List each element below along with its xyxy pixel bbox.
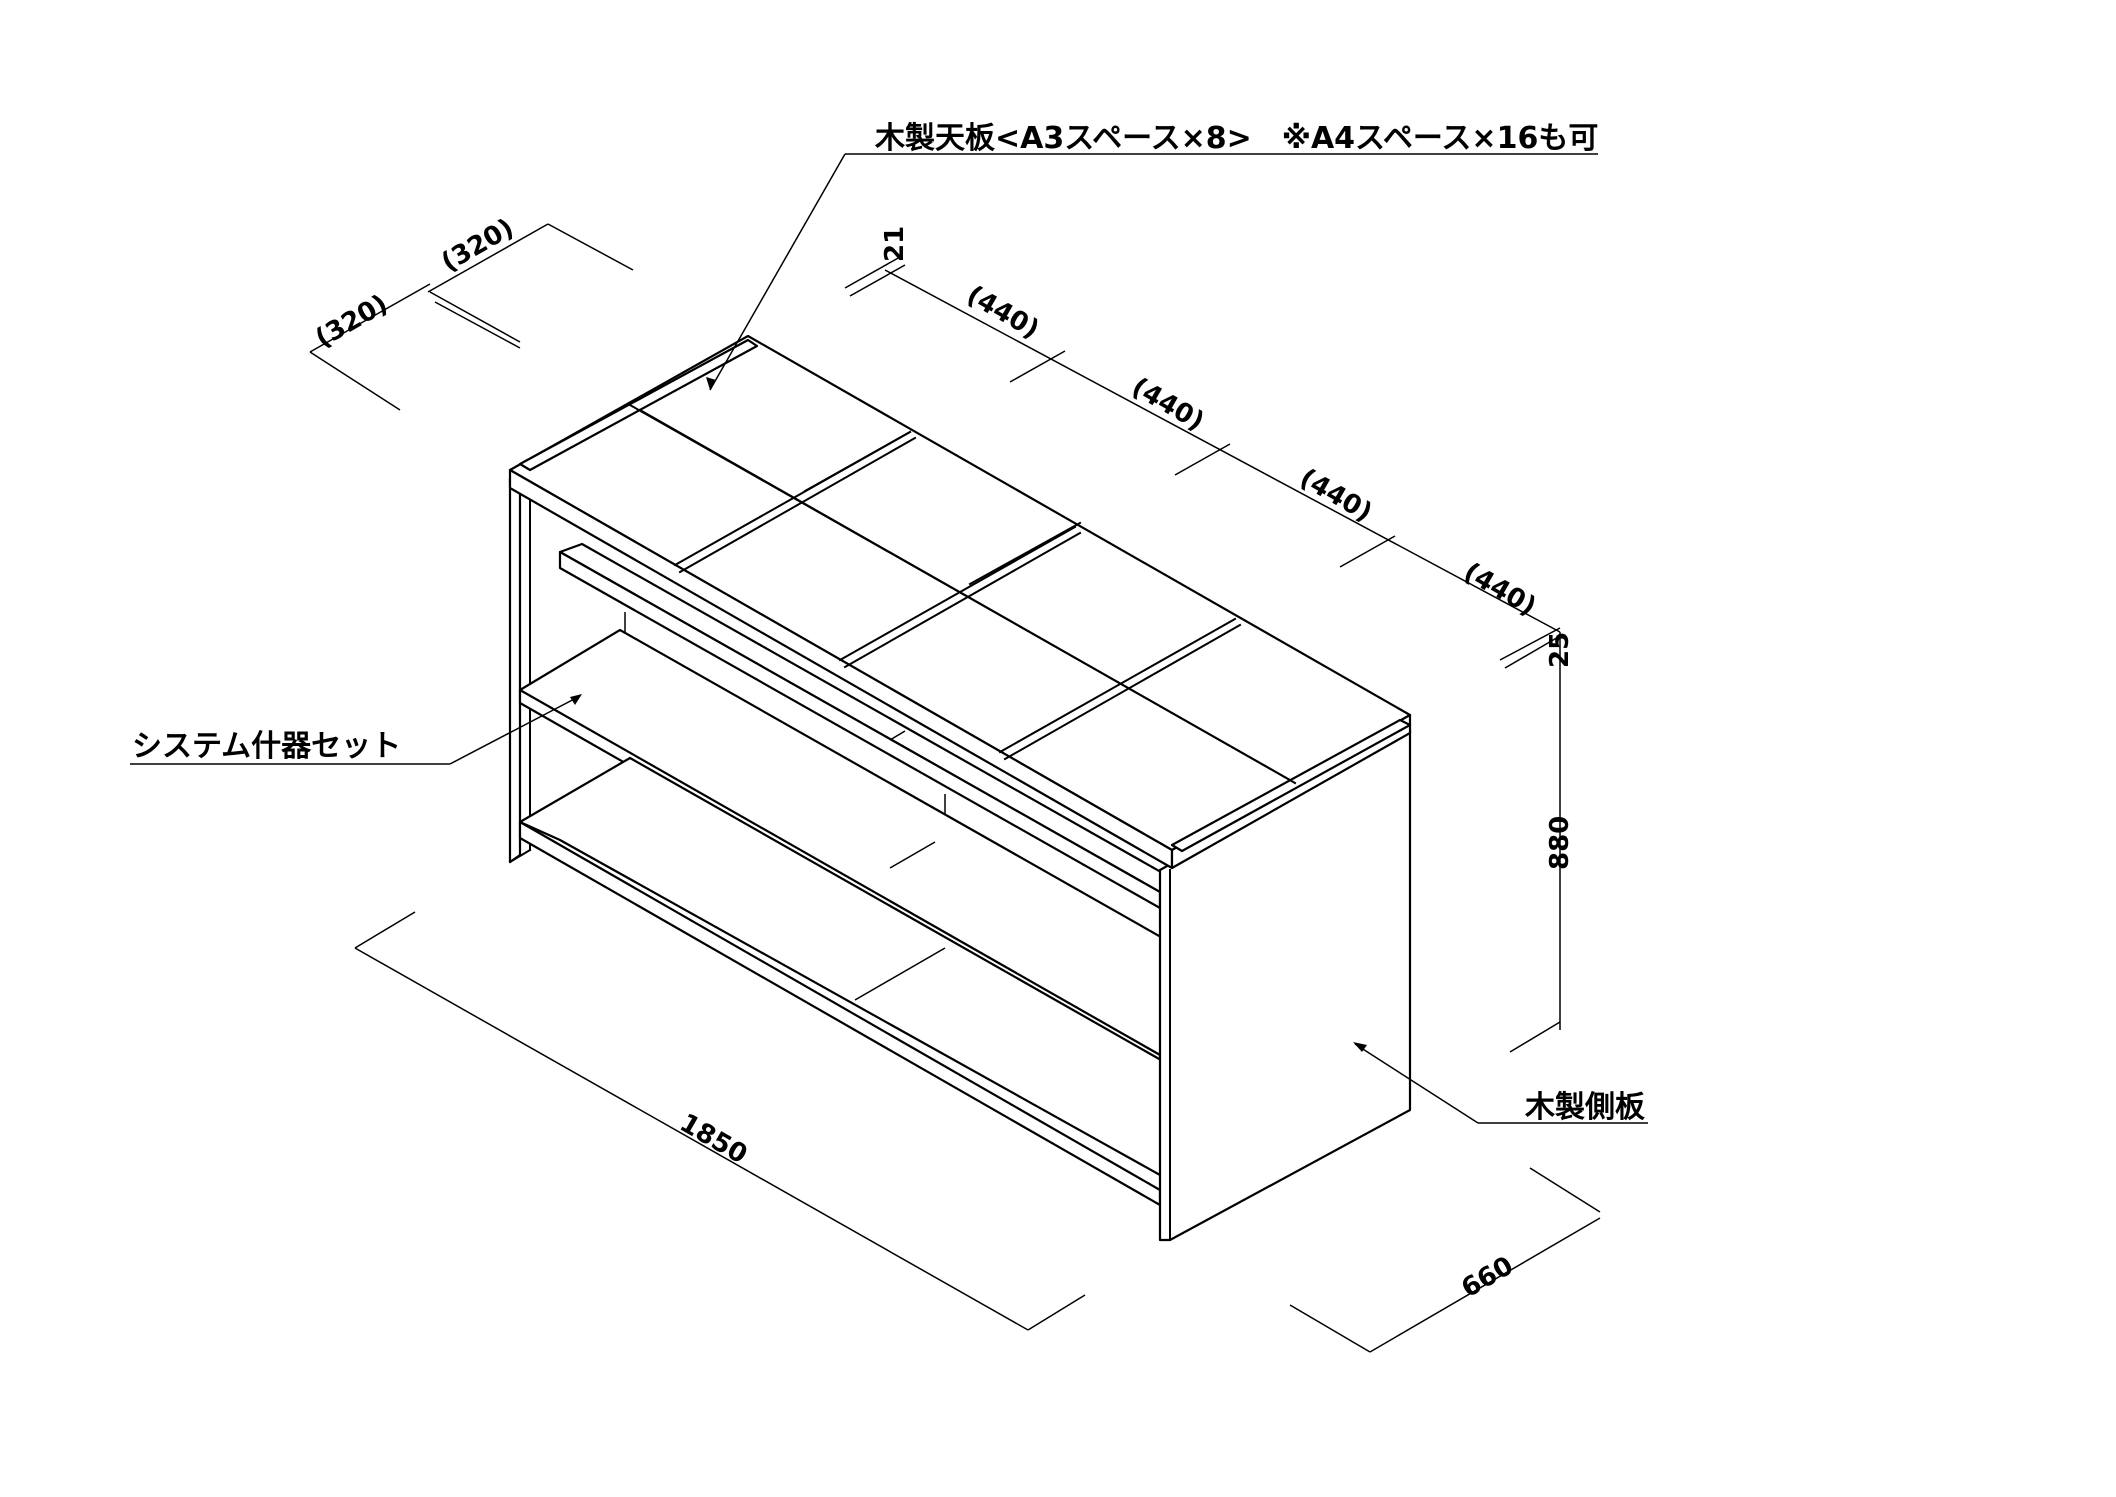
side-board-label: 木製側板 [1524,1090,1645,1125]
top-board-label: 木製天板<A3スペース×8> ※A4スペース×16も可 [874,121,1598,156]
left-frame [508,470,532,864]
depth-b-dim: (320) [311,289,394,354]
leader-lines [130,153,1648,1124]
top-offset-dim: 25 [1545,632,1575,668]
width-dim: 1850 [675,1108,753,1170]
span-3-dim: (440) [1295,463,1378,528]
span-4-dim: (440) [1459,557,1542,622]
top-thickness-dim: 21 [880,226,910,262]
span-2-dim: (440) [1127,372,1210,437]
cross-dividers [673,430,1242,761]
depth-a-dim: (320) [437,213,520,278]
height-dim: 880 [1545,816,1575,870]
dimension-lines [309,223,1601,1353]
top-board [508,334,1412,870]
span-1-dim: (440) [962,280,1045,345]
depth-dim: 660 [1457,1251,1519,1304]
system-set-label: システム什器セット [132,729,401,764]
